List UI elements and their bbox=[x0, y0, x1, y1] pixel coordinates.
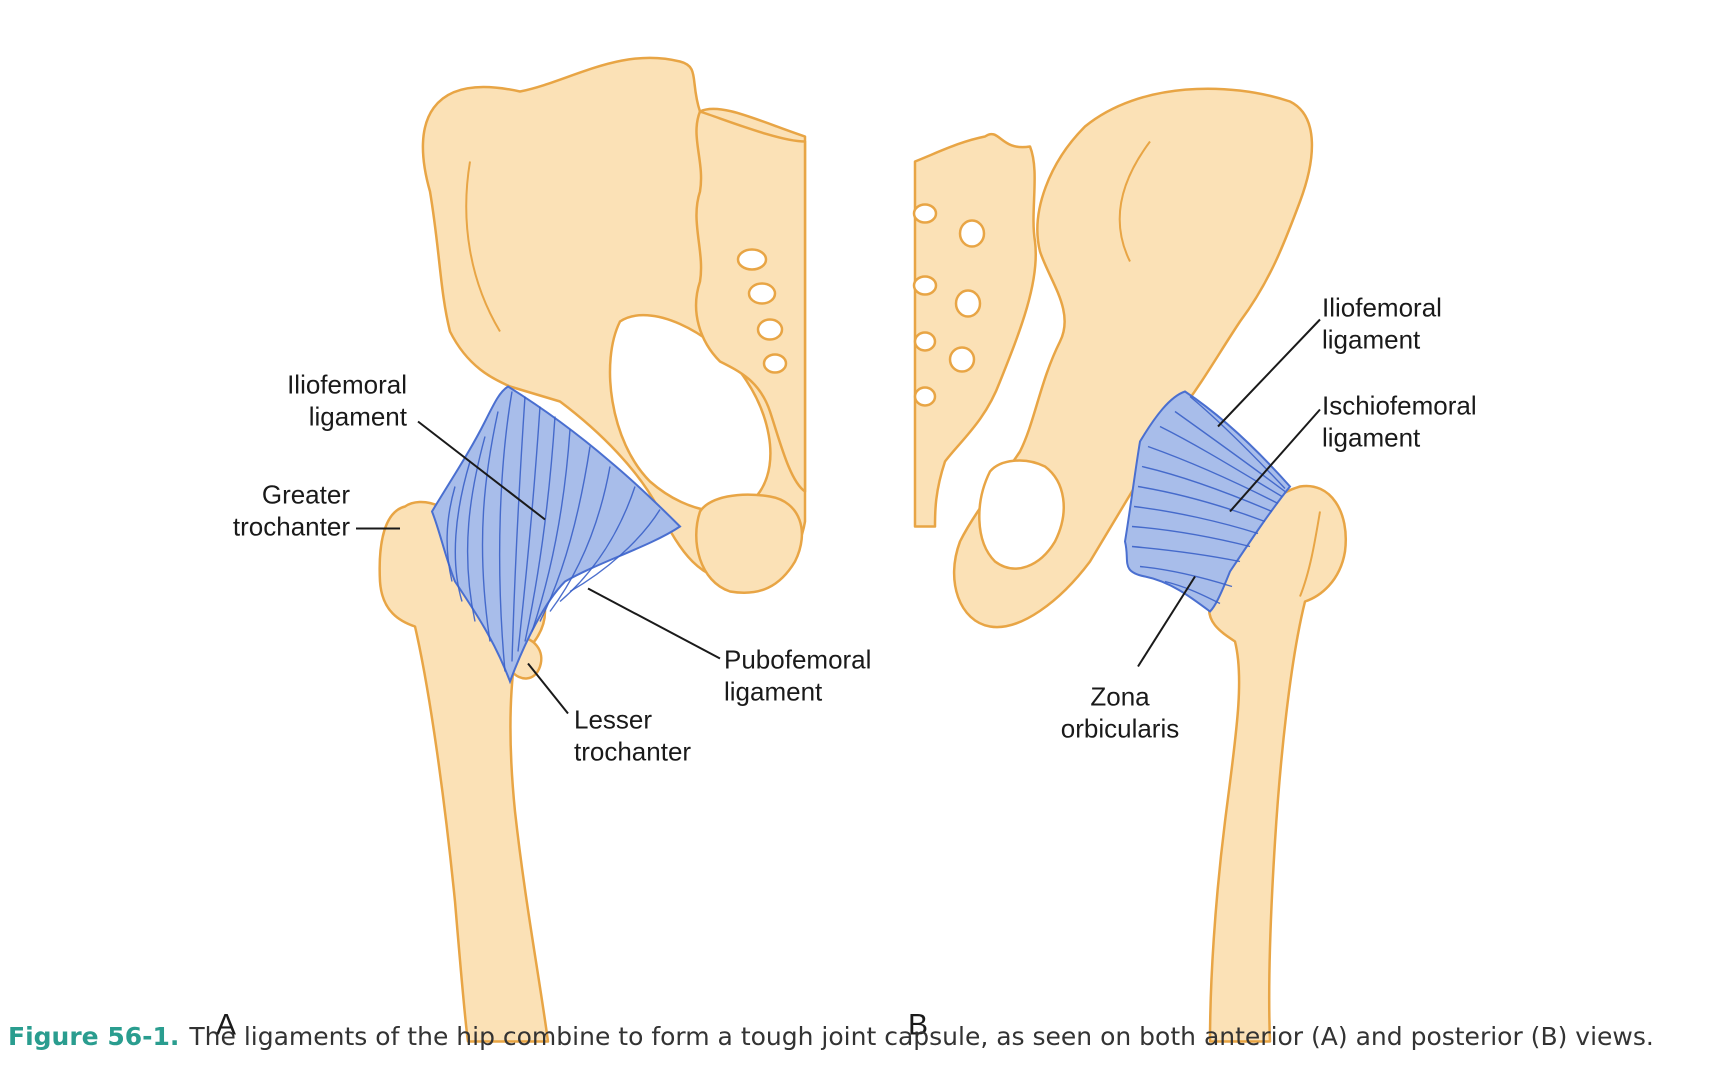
figure-caption: Figure 56-1. The ligaments of the hip com… bbox=[8, 1022, 1708, 1051]
panel-a-sacral-foramen-1 bbox=[736, 248, 768, 271]
panel-b-sacral-foramen-1 bbox=[912, 203, 938, 224]
panel-a-sacral-foramen-2 bbox=[747, 282, 777, 305]
panel-a-lesser-trochanter-leader bbox=[527, 662, 569, 715]
panel-a-lesser-trochanter-label-line2: trochanter bbox=[574, 737, 691, 767]
panel-b-ischiofemoral-label-line2: ligament bbox=[1322, 423, 1421, 453]
panel-b-sacral-foramen-6 bbox=[948, 346, 976, 373]
panel-a-sacrum bbox=[694, 110, 807, 493]
panel-a-greater-trochanter-label-line2: trochanter bbox=[233, 512, 350, 542]
panel-a-letter: A bbox=[216, 1009, 236, 1042]
panel-a-iliofemoral-ligament bbox=[430, 385, 682, 685]
panel-a-ligament-fibers bbox=[446, 391, 661, 672]
panel-b-obturator-foramen bbox=[978, 459, 1065, 570]
panel-a-sacral-foramen-3 bbox=[756, 318, 784, 341]
panel-a-lesser-trochanter-label-line1: Lesser bbox=[574, 705, 652, 735]
panel-a-iliofemoral-leader bbox=[417, 420, 546, 521]
caption-text: The ligaments of the hip combine to form… bbox=[189, 1022, 1654, 1051]
panel-b-sacral-foramen-5 bbox=[913, 331, 937, 352]
panel-a-illustration: Iliofemoral ligament Greater trochanter … bbox=[216, 56, 871, 1043]
panel-a-pubofemoral-label-line1: Pubofemoral bbox=[724, 645, 871, 675]
panel-b-sacral-foramen-7 bbox=[913, 386, 937, 407]
panel-b-ligament-fibers bbox=[1131, 395, 1286, 605]
panel-b-iliofemoral-leader bbox=[1217, 318, 1321, 428]
panel-a-iliofemoral-label-line2: ligament bbox=[309, 402, 408, 432]
panel-b-sacral-foramen-2 bbox=[958, 219, 986, 248]
panel-a-pubis bbox=[695, 493, 804, 594]
panel-b-iliofemoral-label-line2: ligament bbox=[1322, 325, 1421, 355]
panel-b-zona-orbicularis-label-line1: Zona bbox=[1090, 682, 1150, 712]
panel-b-zona-orbicularis-label-line2: orbicularis bbox=[1061, 714, 1180, 744]
panel-a-greater-trochanter-label-line1: Greater bbox=[262, 480, 350, 510]
panel-a-iliofemoral-label-line1: Iliofemoral bbox=[287, 370, 407, 400]
panel-b-sacral-foramen-4 bbox=[954, 289, 982, 318]
panel-b-sacral-foramen-3 bbox=[912, 275, 938, 296]
panel-a-sacral-foramen-4 bbox=[762, 353, 788, 374]
panel-b-ischiofemoral-ligament bbox=[1123, 390, 1292, 613]
panel-b-zona-orbicularis-leader bbox=[1137, 575, 1196, 668]
panel-a-pubofemoral-leader bbox=[587, 587, 721, 660]
panel-b-ischiofemoral-label-line1: Ischiofemoral bbox=[1322, 391, 1477, 421]
panel-b-illustration: Iliofemoral ligament Ischiofemoral ligam… bbox=[908, 87, 1477, 1043]
panel-b-ischiofemoral-leader bbox=[1229, 408, 1321, 513]
panel-a-pubofemoral-label-line2: ligament bbox=[724, 677, 823, 707]
panel-b-sacrum bbox=[913, 133, 1037, 528]
panel-b-iliofemoral-label-line1: Iliofemoral bbox=[1322, 293, 1442, 323]
panel-b-letter: B bbox=[908, 1009, 928, 1042]
figure-number: Figure 56-1. bbox=[8, 1022, 180, 1051]
